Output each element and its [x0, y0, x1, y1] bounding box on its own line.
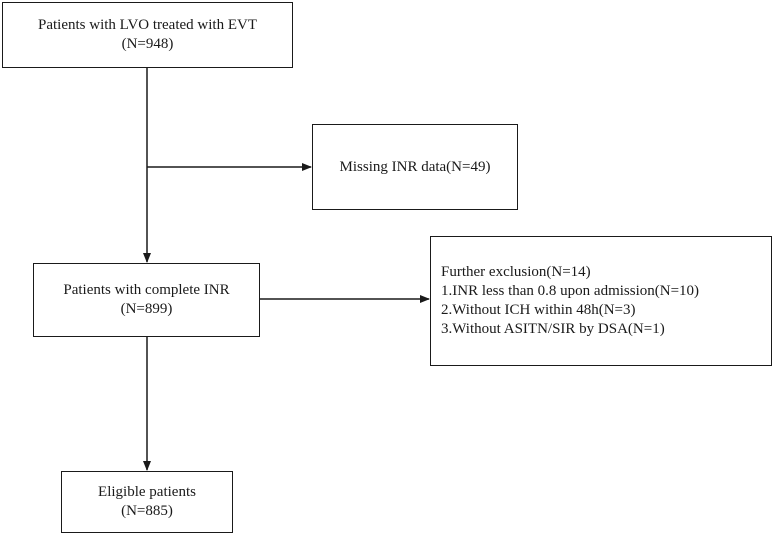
exclusion-item: 3.Without ASITN/SIR by DSA(N=1) [441, 321, 665, 337]
box-further-exclusion: Further exclusion(N=14) 1.INR less than … [430, 236, 772, 366]
box-eligible-patients: Eligible patients (N=885) [61, 471, 233, 533]
box-missing-text: Missing INR data(N=49) [339, 158, 491, 175]
box-missing-inr: Missing INR data(N=49) [312, 124, 518, 210]
box-initial-count: (N=948) [121, 36, 174, 52]
box-complete-title: Patients with complete INR [63, 282, 230, 298]
box-further-title: Further exclusion(N=14) [441, 264, 591, 280]
box-eligible-title: Eligible patients [98, 484, 196, 500]
box-complete-inr: Patients with complete INR (N=899) [33, 263, 260, 337]
exclusion-item: 1.INR less than 0.8 upon admission(N=10) [441, 283, 700, 299]
box-eligible-count: (N=885) [121, 503, 173, 519]
box-initial-title: Patients with LVO treated with EVT [38, 17, 257, 33]
box-initial-patients: Patients with LVO treated with EVT (N=94… [2, 2, 293, 68]
box-complete-count: (N=899) [120, 301, 173, 317]
exclusion-item: 2.Without ICH within 48h(N=3) [441, 302, 636, 318]
